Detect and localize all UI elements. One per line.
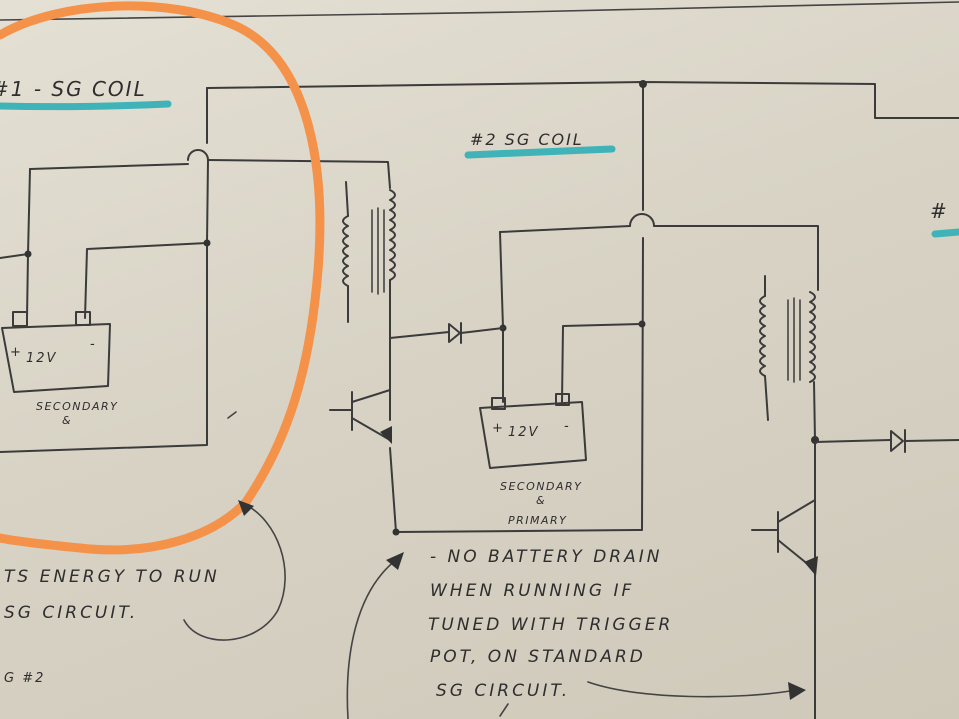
pencil-stroke-bottom [499, 703, 509, 717]
note-center-line4: POT, ON STANDARD [430, 647, 646, 667]
c1-top-wire-left [29, 163, 189, 170]
battery2-caption2: PRIMARY [508, 514, 567, 527]
battery1-voltage: 12V [26, 351, 57, 366]
note-left-line2: SG CIRCUIT. [4, 603, 138, 623]
c1-top-wire-right [207, 159, 391, 189]
c2-top-wire-left [499, 225, 631, 233]
battery2-body [479, 401, 587, 469]
transistor1-collector [351, 389, 391, 403]
battery2-caption: SECONDARY [500, 480, 582, 493]
note-center-line2: WHEN RUNNING IF [430, 581, 634, 601]
transistor2-collector [777, 499, 816, 523]
battery1-plus-terminal [12, 311, 28, 327]
battery2-plus-label: + [492, 421, 505, 436]
coil2-secondary-winding [809, 291, 816, 383]
coil1-secondary-winding [389, 189, 396, 281]
c2-top-wire-right [653, 225, 819, 291]
pencil-tick [227, 411, 237, 419]
coil2-primary-winding [759, 295, 766, 377]
coil1-primary-lead-top [345, 181, 349, 217]
c2-minus-wire [561, 323, 643, 403]
coil2-title-underline [464, 145, 616, 159]
c1-junction-left [24, 250, 32, 258]
note-left-arrow [183, 503, 286, 641]
c1-crossover-hop [187, 149, 209, 244]
diode1-lead-left [389, 331, 450, 339]
c2-return-wire [389, 237, 644, 533]
note-left-line3: G #2 [4, 671, 45, 686]
battery2-plus-terminal [491, 397, 506, 410]
note-left-arrowhead [238, 500, 254, 516]
c1-plus-wire [26, 168, 31, 319]
battery1-body [1, 323, 111, 393]
note-center-arrow-right [587, 681, 797, 698]
c2-crossover-hop [629, 213, 655, 227]
diode1-lead-right [460, 327, 504, 334]
coil3-title: # [930, 199, 949, 223]
diode1-symbol [448, 323, 461, 343]
diode2-symbol [890, 430, 904, 452]
c1-junction-right [203, 239, 211, 247]
coil2-secondary-lead [813, 381, 816, 719]
coil2-title: #2 SG COIL [470, 130, 584, 149]
note-center-arrowhead-left [386, 552, 404, 570]
note-left-line1: TS ENERGY TO RUN [4, 567, 220, 587]
coil1-core [371, 207, 385, 295]
battery1-caption: SECONDARY [36, 400, 118, 413]
c2-bottom-junction [392, 528, 400, 536]
battery2-minus-terminal [555, 393, 570, 406]
battery1-minus-label: - [90, 337, 97, 352]
note-center-line5: SG CIRCUIT. [436, 681, 570, 701]
coil2-primary-leads [764, 275, 769, 421]
battery1-caption2: & [62, 414, 72, 427]
battery2-minus-label: - [564, 419, 571, 434]
note-center-arrow-left [346, 559, 397, 719]
c1-left-stub [0, 253, 29, 259]
note-center-arrowhead-right [788, 682, 806, 700]
transistor1-emitter [351, 417, 391, 441]
paper-edge-line [0, 1, 959, 21]
note-center-line1: - NO BATTERY DRAIN [430, 547, 662, 567]
coil1-title: #1 - SG COIL [0, 77, 147, 101]
battery2-caption-amp: & [536, 494, 546, 507]
battery2-voltage: 12V [508, 425, 539, 440]
coil2-core [787, 297, 801, 383]
diode2-lead-left [814, 439, 892, 443]
diode2-lead-right [904, 439, 959, 442]
battery1-minus-terminal [75, 311, 91, 326]
c1-minus-wire [84, 242, 208, 319]
note-center-line3: TUNED WITH TRIGGER [428, 615, 673, 635]
battery1-plus-label: + [10, 345, 23, 360]
c2-plus-wire [499, 231, 504, 403]
c1-return-wire [0, 242, 208, 453]
coil3-title-underline [931, 228, 959, 238]
top-bus-wire [206, 81, 959, 119]
orange-highlight-circle [0, 1, 325, 555]
coil1-primary-winding [342, 215, 349, 287]
transistor1-arrow [380, 426, 392, 444]
transistor2-arrow [804, 556, 818, 576]
coil1-title-underline [0, 100, 172, 111]
c2-top-junction [639, 80, 647, 88]
